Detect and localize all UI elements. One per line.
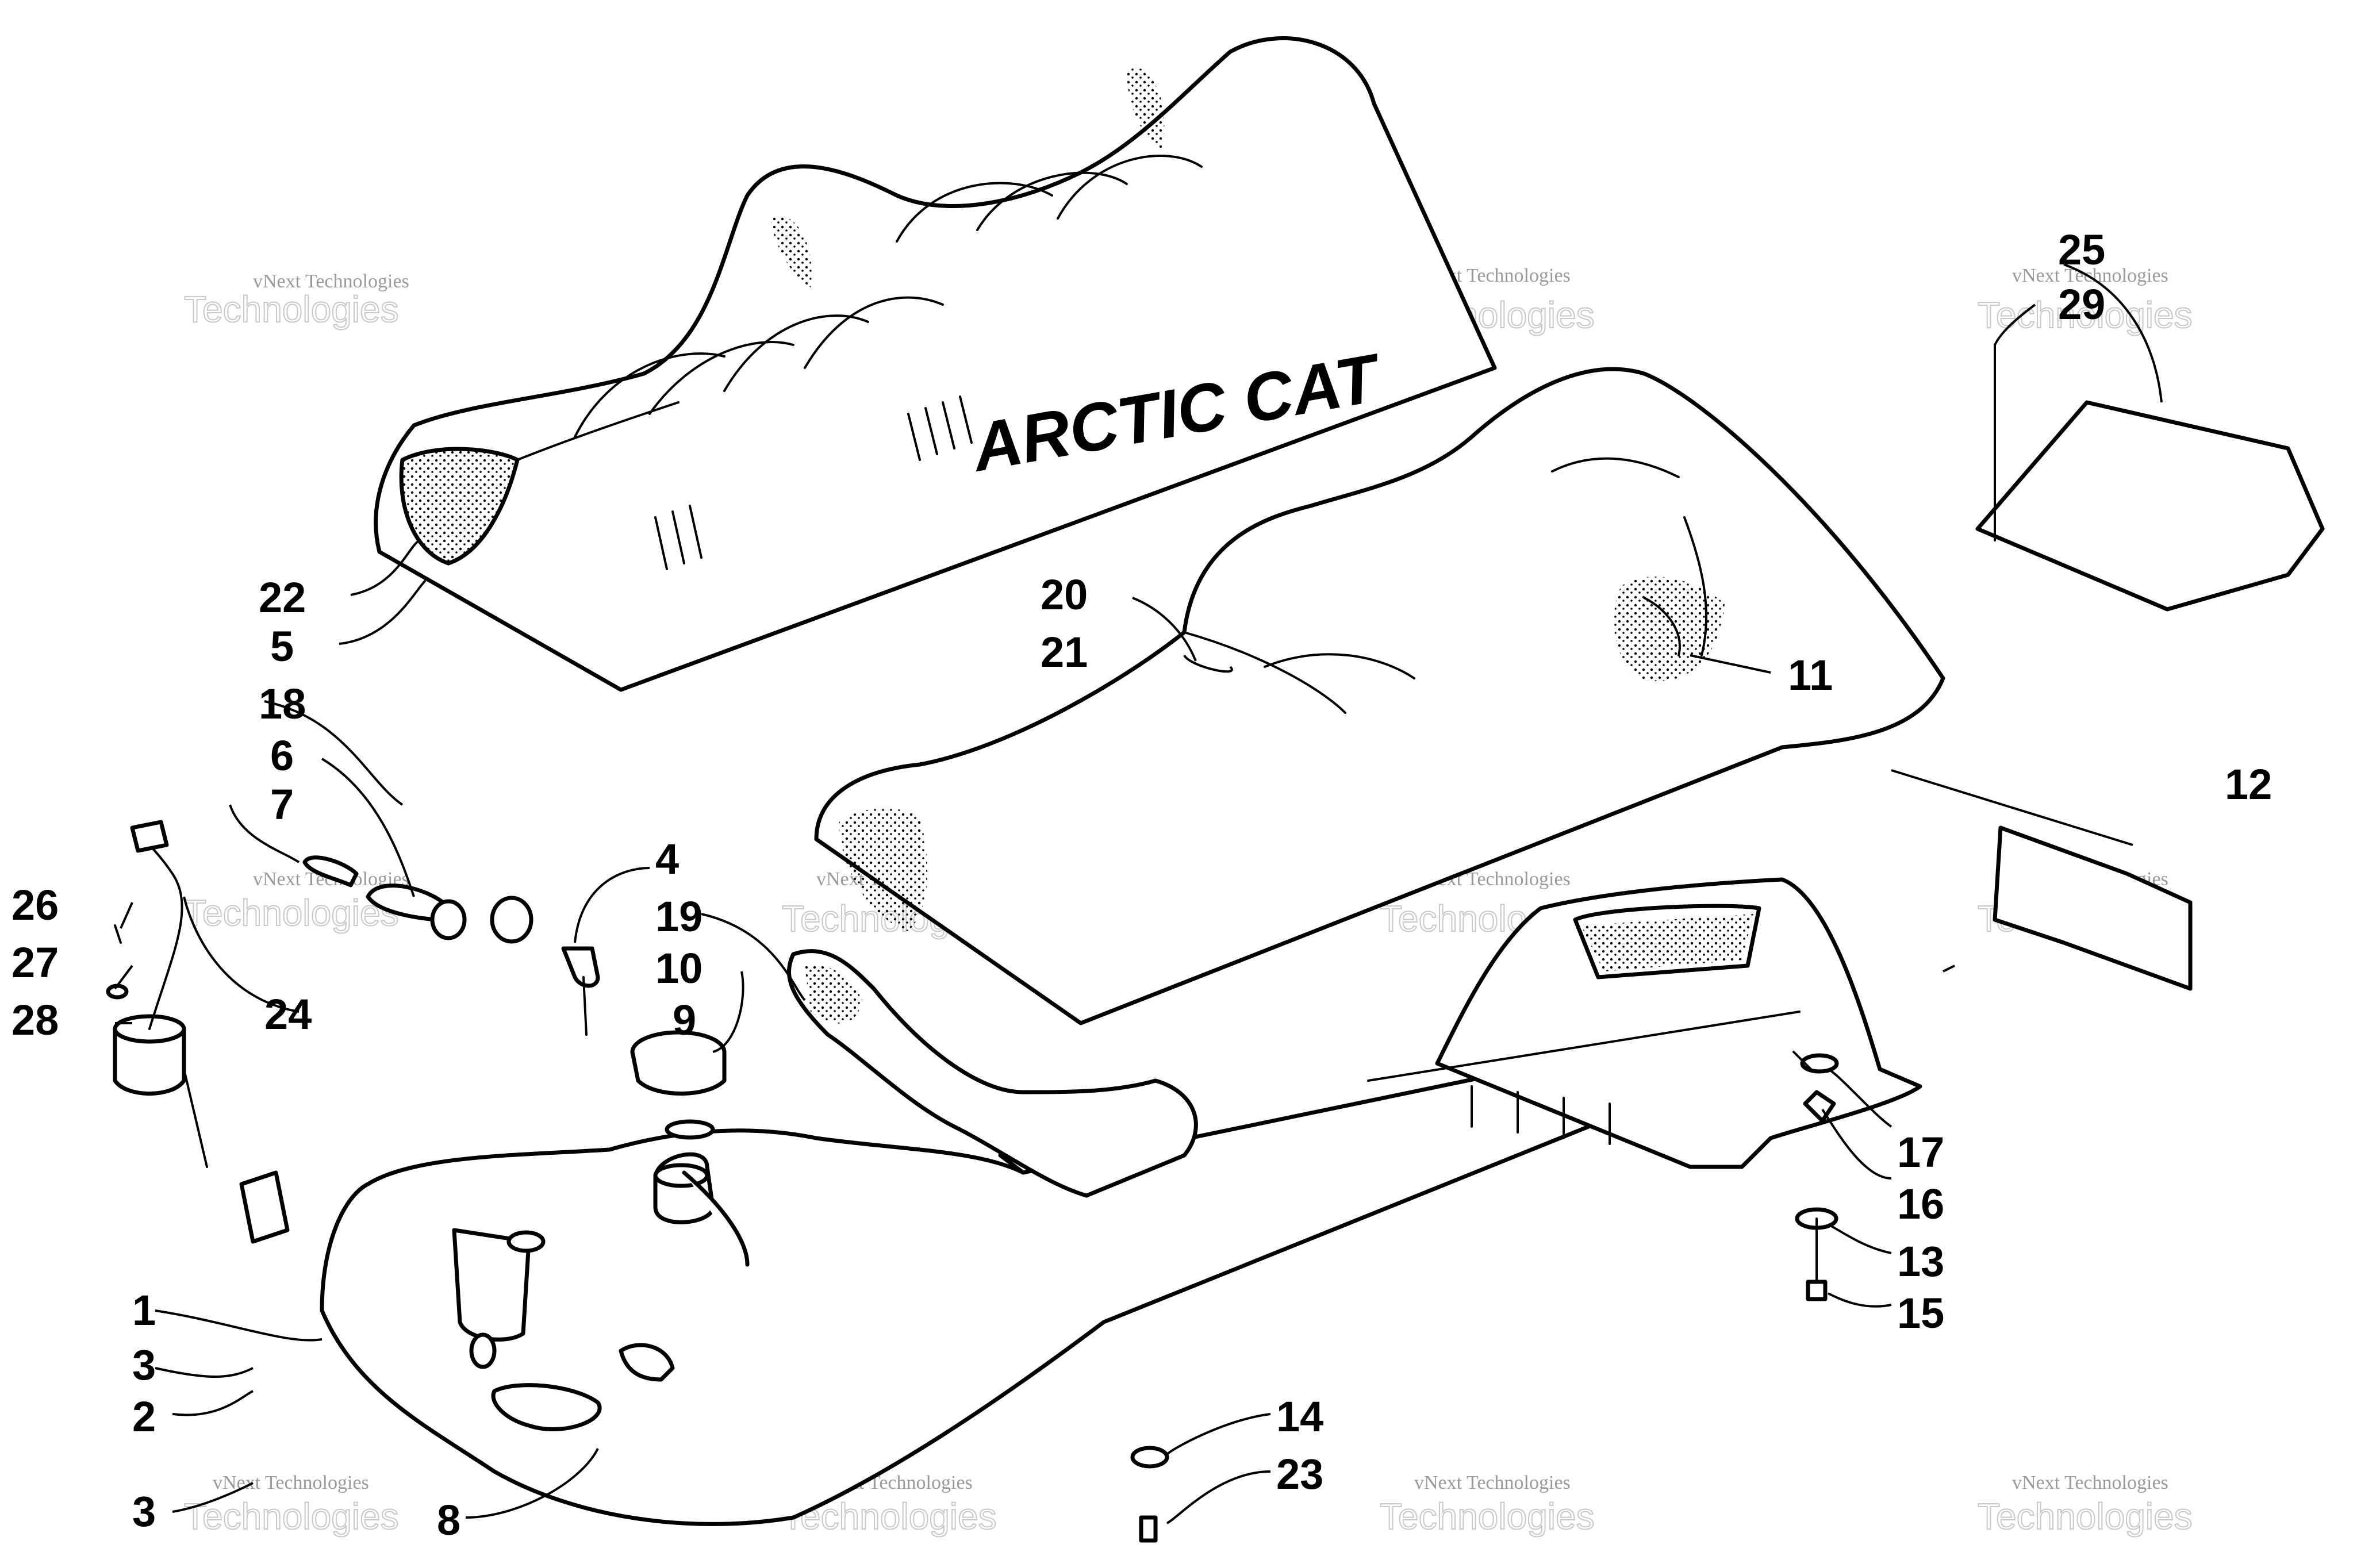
- svg-text:vNext Technologies: vNext Technologies: [2012, 265, 2168, 286]
- svg-text:Technologies: Technologies: [1978, 294, 2193, 336]
- callout-9: 9: [673, 996, 696, 1044]
- callout-28: 27: [11, 939, 59, 986]
- small-parts-illustration: [106, 344, 2325, 1543]
- watermark: vNext Technologies Technologies: [183, 1472, 400, 1538]
- callout-25: 22: [259, 574, 306, 621]
- callout-18: 18: [259, 680, 306, 728]
- callout-3-upper: 3: [132, 1341, 156, 1389]
- callout-17: 17: [1897, 1128, 1944, 1176]
- callout-21: 24: [264, 990, 312, 1038]
- svg-text:Technologies: Technologies: [184, 289, 399, 330]
- svg-text:vNext Technologies: vNext Technologies: [2012, 1472, 2168, 1493]
- callout-8: 7: [270, 781, 294, 828]
- svg-text:vNext Technologies: vNext Technologies: [1414, 1472, 1571, 1493]
- callout-6: 5: [270, 623, 294, 670]
- watermark: vNext Technologies Technologies: [1977, 265, 2193, 336]
- callout-16: 16: [1897, 1180, 1944, 1228]
- callout-1: 1: [132, 1286, 156, 1334]
- callout-24: 23: [1276, 1450, 1323, 1498]
- callout-2: 2: [132, 1393, 156, 1440]
- fuel-tank-illustration: [320, 877, 1922, 1526]
- watermark: vNext Technologies Technologies: [183, 869, 409, 934]
- callout-29: 28: [11, 996, 59, 1044]
- callout-12: 12: [2225, 760, 2272, 808]
- svg-text:vNext Technologies: vNext Technologies: [253, 271, 409, 292]
- callout-10: 10: [655, 944, 703, 992]
- watermark: vNext Technologies Technologies: [1977, 1472, 2193, 1538]
- seat-foam-illustration: [814, 367, 1945, 1025]
- svg-text:Technologies: Technologies: [1978, 1496, 2193, 1537]
- callout-19: 19: [655, 893, 703, 940]
- callout-23: 20: [1041, 571, 1088, 619]
- svg-text:Technologies: Technologies: [184, 1496, 399, 1537]
- svg-text:Technologies: Technologies: [1380, 1496, 1595, 1537]
- callout-5: 8: [437, 1496, 460, 1544]
- callout-27: 26: [11, 881, 59, 929]
- callout-11: 11: [1788, 651, 1833, 699]
- callout-4: 4: [655, 835, 679, 883]
- callout-26: 29: [2058, 281, 2105, 328]
- callout-22: 21: [1041, 628, 1088, 676]
- svg-text:Technologies: Technologies: [184, 892, 399, 933]
- callout-14: 14: [1276, 1393, 1323, 1440]
- callout-3-lower: 3: [132, 1488, 156, 1535]
- leader-lines: [114, 263, 2163, 1524]
- callout-labels: 22 5 20 21 11 12 17 16 13 15 14 23 18 6 …: [11, 226, 2272, 1544]
- callout-20: 25: [2058, 226, 2105, 274]
- callout-15: 15: [1897, 1289, 1944, 1337]
- callout-13: 13: [1897, 1238, 1944, 1285]
- watermark: vNext Technologies Technologies: [1379, 1472, 1595, 1538]
- callout-7: 6: [270, 732, 294, 779]
- watermark: vNext Technologies Technologies: [183, 271, 409, 331]
